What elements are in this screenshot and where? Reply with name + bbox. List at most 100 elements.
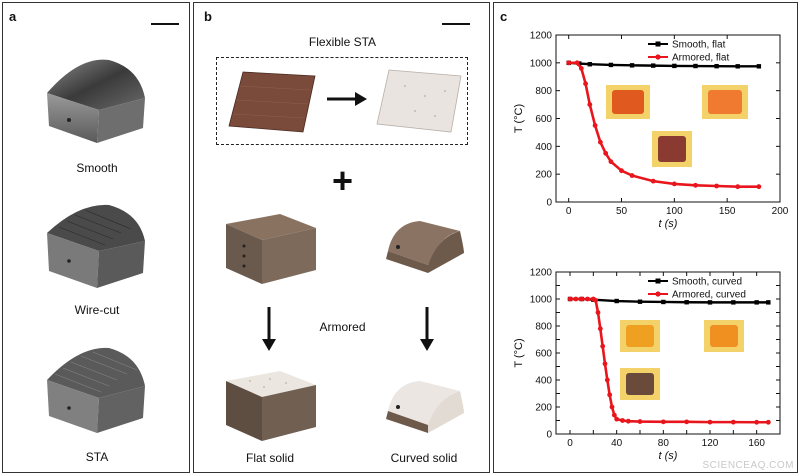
wire-cut-sample-image	[47, 204, 145, 288]
y-tick-label: 1000	[530, 58, 553, 69]
watermark-text: SCIENCEAQ.COM	[702, 460, 794, 471]
scale-bar-a	[151, 23, 179, 25]
series-point	[671, 181, 677, 187]
y-tick-label: 1000	[530, 295, 553, 306]
arrow-down-right-icon	[420, 307, 434, 351]
legend-marker	[655, 41, 661, 47]
series-point	[567, 296, 573, 302]
caption-smooth: Smooth	[76, 161, 118, 175]
series-point	[672, 63, 677, 69]
y-axis-label: T (°C)	[513, 104, 525, 133]
series-point	[707, 300, 713, 305]
series-point	[629, 173, 635, 178]
series-point	[629, 63, 635, 68]
caption-sta: STA	[85, 450, 109, 464]
caption-curved-solid: Curved solid	[390, 451, 458, 465]
plot-frame	[555, 271, 781, 435]
flexible-sta-copper-sheet	[228, 71, 316, 133]
x-tick-label: 120	[702, 438, 719, 449]
y-tick-label: 400	[535, 376, 552, 387]
series-point	[614, 416, 620, 422]
flat-copper-block-image	[226, 214, 316, 284]
series-point	[585, 296, 590, 302]
x-tick-label: 100	[666, 206, 683, 217]
arrow-right-icon	[327, 92, 367, 106]
x-axis-label: t (s)	[659, 450, 678, 462]
legend-label: Smooth, flat	[672, 40, 726, 51]
smooth-sample-image	[47, 59, 145, 143]
series-point	[593, 297, 599, 303]
series-point	[766, 300, 771, 305]
series-point	[600, 343, 606, 349]
series-point	[583, 81, 588, 87]
y-tick-label: 600	[535, 114, 552, 125]
inset-sample-photo	[710, 325, 738, 347]
legend-label: Armored, flat	[672, 53, 729, 64]
legend-marker	[655, 291, 661, 297]
y-tick-label: 200	[535, 403, 552, 414]
legend-label: Smooth, curved	[672, 277, 742, 288]
panel-b: b Flexible STA +	[193, 2, 490, 473]
y-tick-label: 800	[535, 86, 552, 97]
series-point	[756, 64, 762, 69]
series-point	[637, 419, 643, 424]
series-point	[579, 296, 585, 302]
inset-sample-photo	[626, 325, 654, 347]
series-point	[609, 404, 615, 410]
series-point	[765, 419, 771, 425]
series-point	[608, 159, 614, 165]
series-point	[650, 178, 656, 184]
y-tick-label: 0	[546, 198, 552, 209]
scale-bar-b	[442, 23, 470, 25]
x-tick-label: 0	[566, 206, 572, 217]
flexible-sta-box	[216, 57, 468, 145]
y-tick-label: 400	[535, 142, 552, 153]
series-point	[684, 300, 689, 305]
flexible-sta-white-sheet	[376, 69, 462, 133]
y-tick-label: 1200	[530, 268, 553, 279]
x-tick-label: 0	[567, 438, 573, 449]
y-tick-label: 1200	[530, 31, 553, 42]
series-point	[693, 63, 698, 69]
x-tick-label: 150	[719, 206, 736, 217]
panel-c-label: c	[500, 9, 508, 24]
series-point	[754, 419, 760, 425]
y-tick-label: 200	[535, 170, 552, 181]
series-point	[566, 60, 572, 66]
inset-sample-photo	[612, 90, 644, 114]
series-point	[573, 296, 579, 302]
inset-sample-photo	[708, 90, 742, 114]
series-point	[684, 419, 690, 425]
series-point	[587, 62, 593, 67]
series-point	[574, 60, 580, 66]
series-point	[735, 184, 741, 190]
series-point	[597, 139, 603, 145]
series-point	[754, 300, 759, 305]
caption-wire-cut: Wire-cut	[74, 303, 120, 317]
series-point	[625, 418, 631, 424]
series-point	[693, 182, 698, 188]
series-point	[578, 66, 584, 71]
series-point	[607, 392, 613, 398]
series-point	[735, 64, 740, 69]
series-point	[603, 150, 609, 156]
arrow-down-left-icon	[262, 307, 276, 351]
series-point	[597, 326, 603, 332]
x-tick-label: 160	[748, 438, 765, 449]
plus-sign: +	[331, 160, 354, 201]
series-point	[587, 102, 593, 107]
series-point	[602, 361, 608, 367]
y-axis-label: T (°C)	[513, 338, 525, 367]
panel-b-label: b	[204, 9, 212, 24]
series-point	[620, 418, 625, 423]
sta-sample-image	[47, 347, 145, 433]
series-point	[614, 298, 619, 304]
series-point	[661, 299, 666, 305]
x-tick-label: 200	[772, 206, 789, 217]
x-tick-label: 80	[658, 438, 670, 449]
caption-flat-solid: Flat solid	[245, 451, 295, 465]
series-line	[568, 61, 759, 68]
curved-copper-block-image	[386, 221, 464, 273]
